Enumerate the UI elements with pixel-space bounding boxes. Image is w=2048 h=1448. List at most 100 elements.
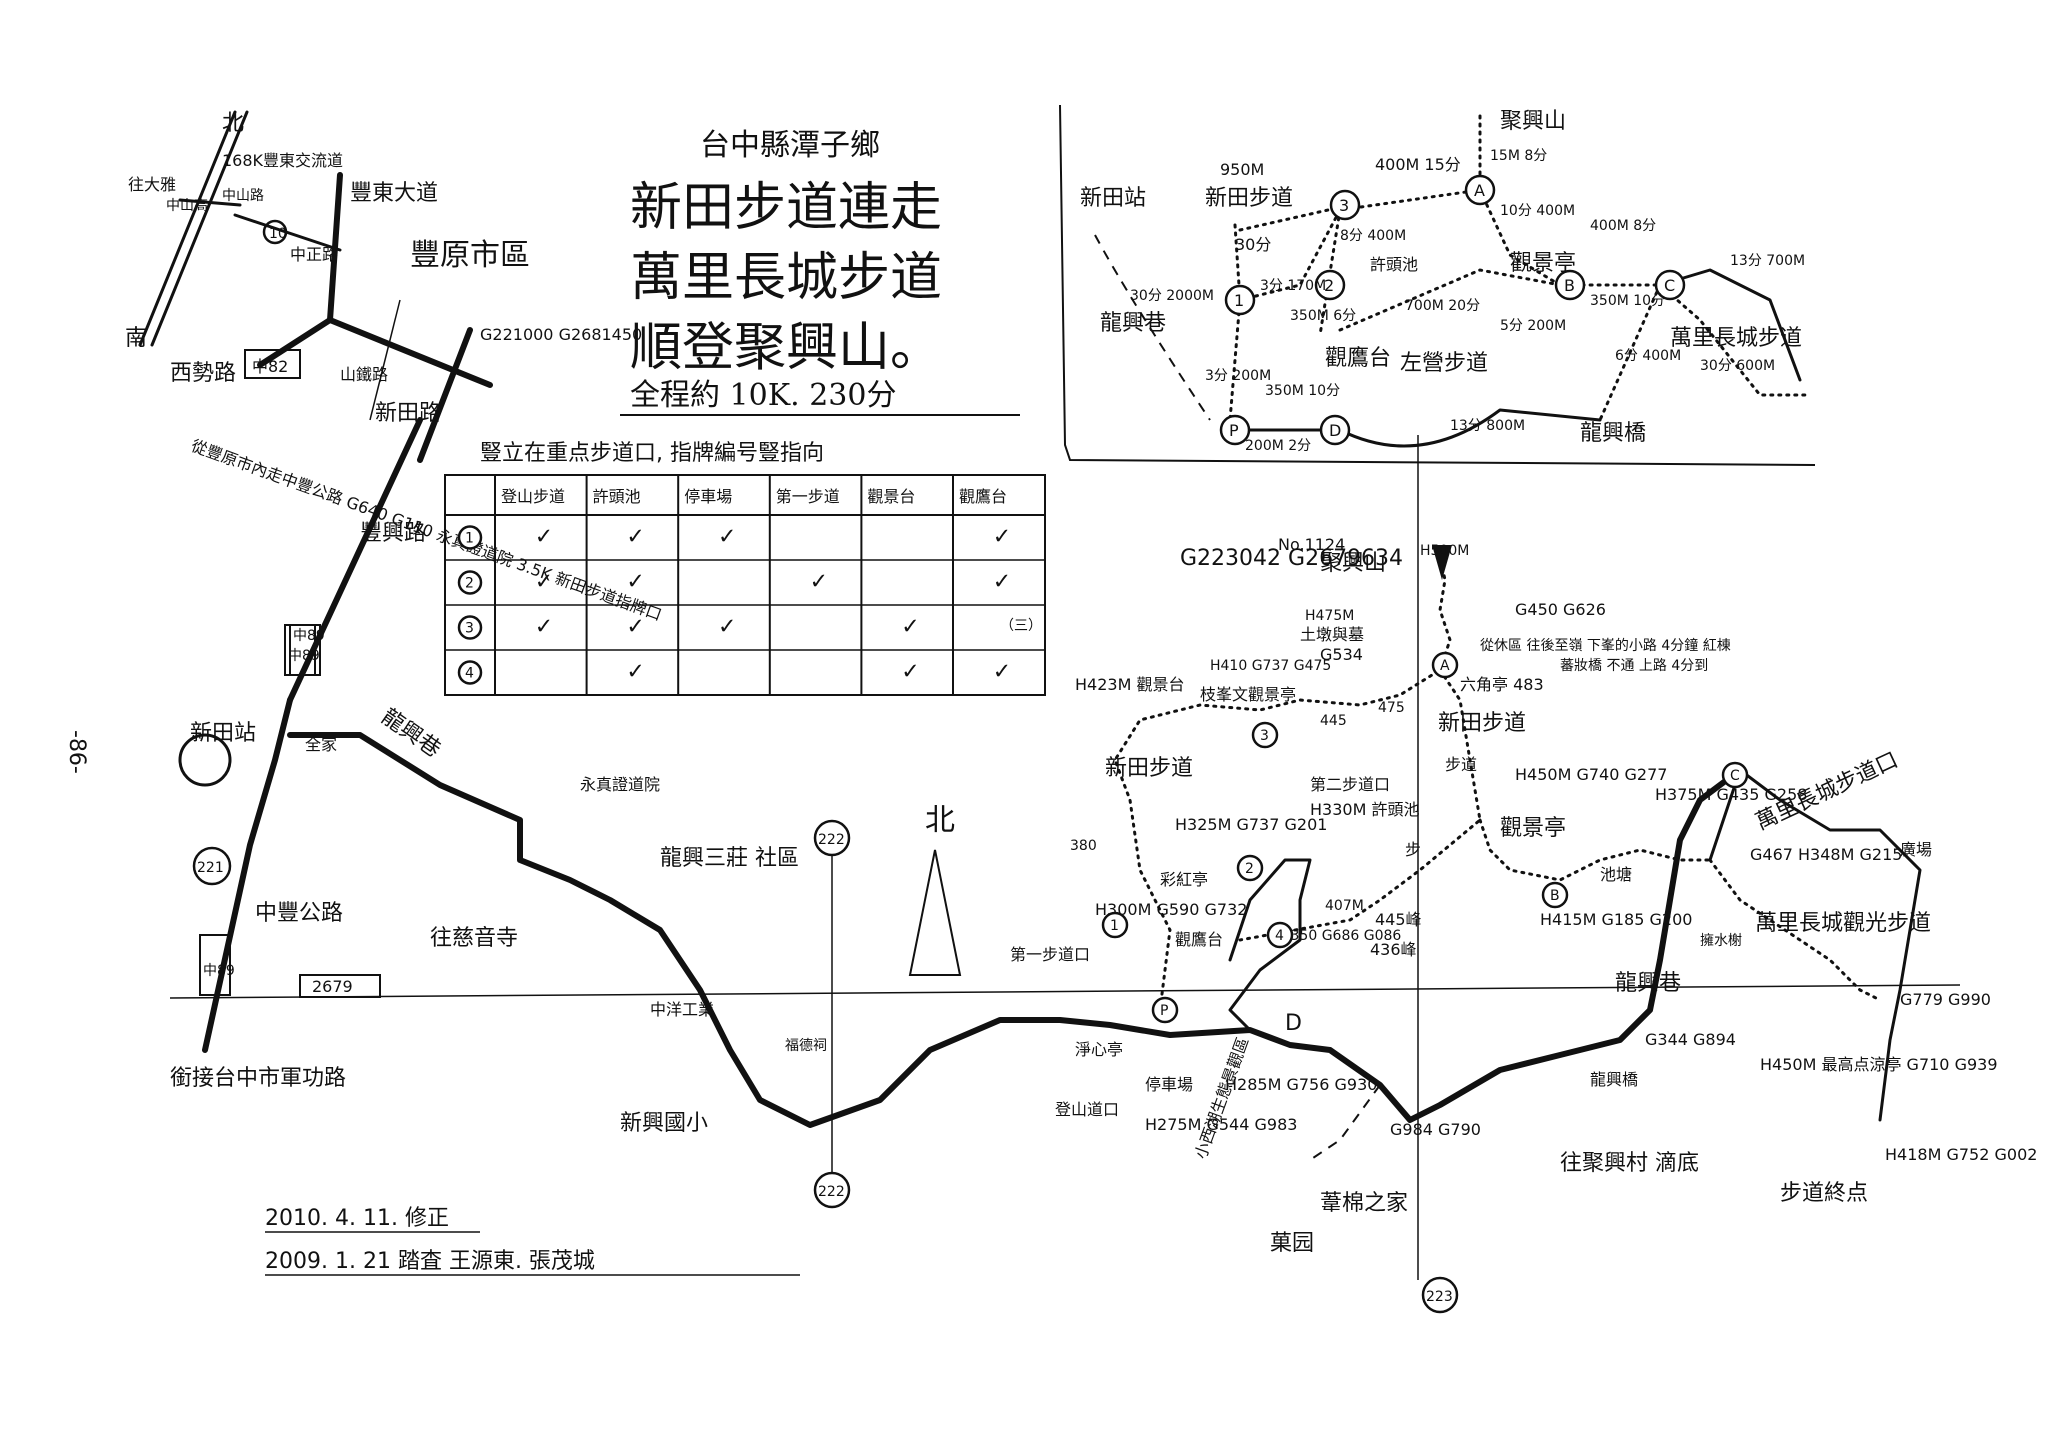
table-cell: ✓	[535, 570, 553, 595]
table-cell: ✓	[535, 525, 553, 550]
inset-node-label: P	[1229, 421, 1239, 440]
route-221-marker	[192, 846, 232, 886]
table-frame	[444, 474, 1046, 696]
peak-height: H500M	[1420, 543, 1469, 559]
fengxing-road-label: 豐興路	[360, 521, 426, 546]
taoist-label: 永真證道院	[580, 775, 660, 794]
highway-line	[138, 110, 237, 347]
zhongfeng-road	[202, 697, 293, 1053]
g984-label: G984 G790	[1390, 1120, 1481, 1139]
h275-label: H275M G544 G983	[1145, 1115, 1297, 1134]
connect-label: 銜接台中市軍功路	[170, 1066, 346, 1091]
main-junction	[1101, 911, 1129, 939]
main-junction-label: B	[1550, 888, 1560, 904]
table-header-cell: 觀景台	[867, 487, 915, 506]
inset-seg-d-bridge: 13分 800M	[1450, 418, 1525, 434]
route-223-marker	[1421, 1276, 1459, 1314]
longxing-lane-road	[287, 732, 1743, 1128]
table-grid: 登山步道許頭池停車場第一步道觀景台觀鷹台1✓✓✓✓2✓✓✓✓3✓✓✓✓4✓✓✓	[445, 475, 1045, 695]
pond-main-label: 池塘	[1600, 865, 1632, 884]
inset-seg-2-eagle: 350M 6分	[1290, 308, 1356, 324]
rail-line	[369, 299, 401, 421]
coord-city: G221000 G2681450	[480, 325, 642, 344]
main-roads: 2679 中豐公路 中89 中89 221 銜接台中市軍功路 新田站 全家 龍興…	[169, 435, 1961, 1314]
route-222-marker	[813, 819, 851, 857]
fmart-label: 全家	[305, 735, 337, 754]
county-title: 台中縣潭子鄉	[700, 128, 880, 163]
north-arrow: 北	[908, 803, 962, 976]
h410-label: H410 G737 G475	[1210, 658, 1331, 674]
inset-node-label: 3	[1339, 196, 1349, 215]
west-road-label: 西勢路	[170, 361, 236, 386]
table-row-number: 4	[465, 666, 474, 682]
main-junction	[1151, 996, 1179, 1024]
main-junction	[1251, 721, 1279, 749]
inset-seg-p-1: 3分 200M	[1205, 368, 1271, 384]
table-cell: ✓	[901, 660, 919, 685]
grid-note: （三）	[1000, 618, 1042, 634]
inset-trail-30: 30分	[1235, 235, 1271, 254]
long-bridge-main: 龍興橋	[1590, 1070, 1638, 1089]
zhengyi-road	[233, 213, 342, 252]
main-junction-label: A	[1440, 658, 1450, 674]
inset-node-label: 2	[1324, 276, 1334, 295]
garden-label: 菓园	[1270, 1231, 1314, 1256]
to-dazhen-label: 往大雅	[128, 175, 176, 194]
inset-node-label: C	[1664, 276, 1675, 295]
grid-2679-box	[299, 974, 381, 998]
tombs-label: 土墩與墓	[1300, 625, 1364, 644]
peak-name: 聚興山	[1320, 551, 1386, 576]
table-header-cell: 第一步道	[776, 487, 840, 506]
table-cell: ✓	[901, 615, 919, 640]
grid-line-2679	[169, 984, 1961, 999]
table-header-cell: 觀鷹台	[959, 487, 1007, 506]
fude-label: 福德祠	[785, 1038, 827, 1054]
inset-node	[1219, 414, 1251, 446]
main-junction	[1236, 854, 1264, 882]
inset-seg-p-d: 200M 2分	[1245, 438, 1311, 454]
n445b-label: 445峰	[1375, 910, 1422, 929]
zhong82-sign	[244, 349, 301, 379]
h300-label: H300M G590 G732	[1095, 900, 1247, 919]
inset-trail-name: 新田步道	[1205, 186, 1293, 211]
fengdong-avenue	[327, 172, 343, 323]
h350-label: H350 G686 G086	[1280, 928, 1401, 944]
wall-trail	[1708, 858, 1882, 1002]
title-line-2: 萬里長城步道	[630, 248, 942, 308]
inset-node	[1329, 189, 1361, 221]
h325-label: H325M G737 G201	[1175, 815, 1327, 834]
main-junction-label: C	[1730, 768, 1740, 784]
p89-label-3: 中89	[293, 628, 325, 644]
table-cell: ✓	[626, 570, 644, 595]
main-junction-label: 2	[1245, 861, 1254, 877]
inset-seg-1-2: 3分 170M	[1260, 278, 1326, 294]
table-cell: ✓	[535, 615, 553, 640]
to-village-label: 往聚興村 滴底	[1560, 1151, 1699, 1176]
main-junction	[1266, 921, 1294, 949]
zhongshan-road-label: 中山路	[222, 188, 264, 204]
p89-label: 中89	[288, 648, 320, 664]
table-row-number-badge	[457, 525, 483, 550]
table-row-number-badge	[457, 570, 483, 595]
main-junction-label: 4	[1275, 928, 1284, 944]
h475-label: H475M	[1305, 608, 1354, 624]
xintian-trail-v: 新田步道	[1438, 711, 1526, 736]
route-223-label: 223	[1426, 1289, 1453, 1305]
main-junction-label: 3	[1260, 728, 1269, 744]
six-pavilion-label: 六角亭 483	[1460, 675, 1544, 694]
inset-trail-upper	[1238, 203, 1352, 232]
route-222-label-b: 222	[818, 1184, 845, 1200]
inset-node-label: B	[1564, 276, 1575, 295]
h348-label: G467 H348M G215	[1750, 845, 1902, 864]
d-label: D	[1285, 1011, 1302, 1036]
second-trail-label: 第二步道口	[1310, 775, 1390, 794]
peak-flag-icon	[1432, 545, 1452, 580]
inset-c-down	[1598, 283, 1662, 422]
trail-step-label: 步道	[1445, 755, 1477, 774]
inset-lane-label: 龍興巷	[1100, 311, 1166, 336]
family-path	[1309, 1084, 1381, 1161]
table-cell: ✓	[718, 615, 736, 640]
p89-sign-2	[199, 934, 231, 996]
